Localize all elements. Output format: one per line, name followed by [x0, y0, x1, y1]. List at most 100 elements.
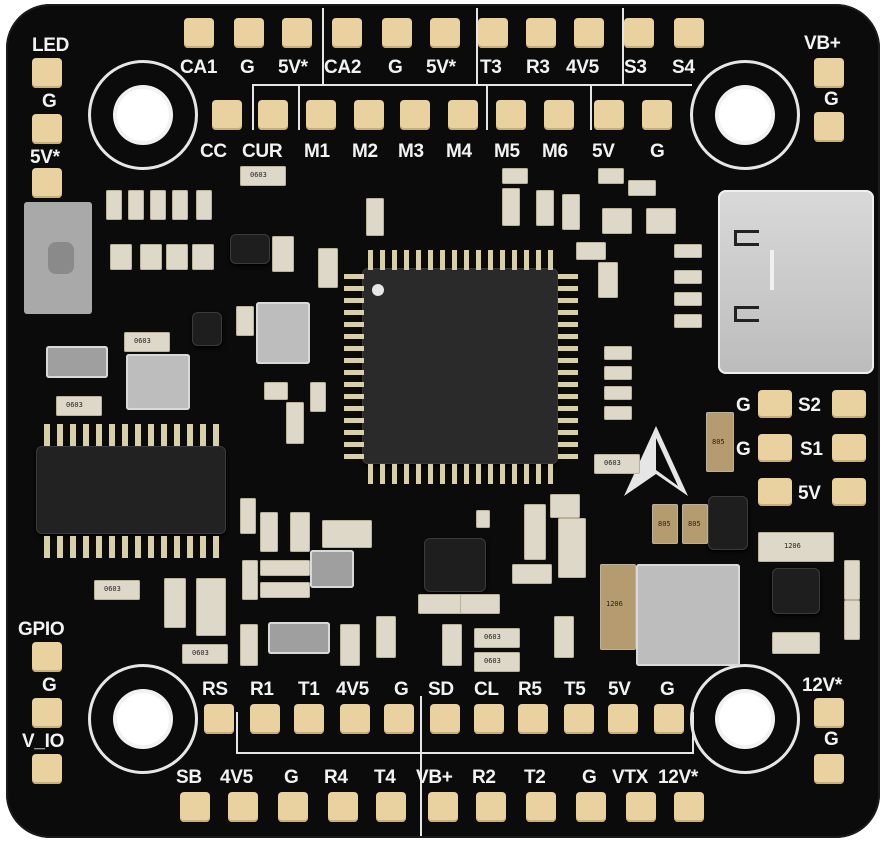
- pad-t5: [564, 704, 594, 734]
- silk-divider: [486, 84, 488, 130]
- pad-5v-right-a: [758, 478, 792, 506]
- mount-hole-bottom-left: [88, 664, 198, 774]
- smd-component: [562, 194, 580, 230]
- pad-5v: [282, 18, 312, 48]
- label-s1: S1: [800, 439, 823, 460]
- resistor-mark: 0603: [104, 585, 121, 593]
- smd-component: [604, 366, 632, 380]
- label-r4: R4: [324, 767, 348, 788]
- smd-component: [192, 244, 214, 270]
- resistor-mark: 0603: [134, 337, 151, 345]
- label-12v-b: 12V*: [658, 767, 699, 788]
- resistor-mark: 0603: [192, 649, 209, 657]
- label-r3: R3: [526, 57, 550, 78]
- crystal-1: [256, 302, 310, 364]
- resistor-mark: 0603: [484, 657, 501, 665]
- smd-component: [290, 512, 310, 552]
- pad-gpio: [32, 642, 62, 672]
- label-4v5-c: 4V5: [220, 767, 253, 788]
- label-vtx: VTX: [612, 767, 649, 788]
- label-r5: R5: [518, 679, 542, 700]
- smd-component: [418, 594, 462, 614]
- smd-component: [502, 168, 528, 184]
- smd-component: [376, 616, 396, 658]
- label-g-right-2: G: [824, 729, 839, 750]
- label-t4: T4: [374, 767, 396, 788]
- main-mcu-chip: [362, 268, 558, 464]
- pad-m4: [448, 100, 478, 130]
- label-g-right: G: [824, 89, 839, 110]
- smd-component: [502, 188, 520, 226]
- label-g-s1: G: [736, 439, 751, 460]
- smd-component: [196, 190, 212, 220]
- label-cur: CUR: [242, 141, 283, 162]
- pad-5v-right-b: [832, 478, 866, 506]
- pad-g-left: [32, 114, 62, 144]
- label-m1: M1: [304, 141, 330, 162]
- smd-component: [772, 632, 820, 654]
- pad-5v-b: [608, 704, 638, 734]
- label-g-s2: G: [736, 395, 751, 416]
- label-ca1: CA1: [180, 57, 218, 78]
- usb-c-slot: [770, 250, 774, 290]
- usb-c-mark: [734, 306, 759, 322]
- pad-rs: [204, 704, 234, 734]
- label-4v5-b: 4V5: [336, 679, 369, 700]
- pad-m6: [544, 100, 574, 130]
- silk-divider: [298, 84, 300, 130]
- pad-g-c: [278, 792, 308, 822]
- label-g-d: G: [582, 767, 597, 788]
- label-t2: T2: [524, 767, 546, 788]
- label-vb-plus: VB+: [804, 33, 841, 54]
- pad-m2: [354, 100, 384, 130]
- smd-component: [242, 560, 258, 600]
- resistor-0603: 0603: [56, 396, 102, 416]
- pad-sb: [180, 792, 210, 822]
- capacitor-mark: 1206: [784, 542, 801, 550]
- capacitor-1206: 1206: [600, 564, 636, 650]
- mcu-pins: [344, 250, 578, 484]
- silk-divider: [236, 752, 694, 754]
- driver-ic-pins: [44, 424, 219, 558]
- smd-component: [166, 244, 188, 270]
- pad-m3: [400, 100, 430, 130]
- pad-ca2: [332, 18, 362, 48]
- label-s2: S2: [798, 395, 821, 416]
- pad-g-b2: [654, 704, 684, 734]
- smd-component: [646, 208, 676, 234]
- smd-component: [286, 402, 304, 444]
- label-s3: S3: [624, 57, 647, 78]
- pad-r4: [328, 792, 358, 822]
- smd-component: [554, 616, 574, 658]
- label-sb: SB: [176, 767, 202, 788]
- pad-5v-left: [32, 168, 62, 198]
- pad-4v5-b: [340, 704, 370, 734]
- pin1-dot: [372, 284, 384, 296]
- power-inductor: [636, 564, 740, 666]
- smd-component: [318, 248, 338, 288]
- label-rs: RS: [202, 679, 228, 700]
- label-g: G: [240, 57, 255, 78]
- smd-component: [674, 244, 702, 258]
- usb-c-port: [718, 190, 874, 374]
- capacitor-1206: 1206: [758, 532, 834, 562]
- pad-12v-b: [674, 792, 704, 822]
- smd-component: [844, 600, 860, 640]
- silk-divider: [252, 84, 692, 86]
- smd-component: [128, 190, 144, 220]
- label-t5: T5: [564, 679, 586, 700]
- smd-component: [598, 168, 624, 184]
- label-led: LED: [32, 35, 70, 56]
- pad-12v: [814, 698, 844, 728]
- resistor-0603: 0603: [124, 332, 170, 352]
- pad-g: [234, 18, 264, 48]
- resistor-mark: 0603: [484, 633, 501, 641]
- smd-component: [558, 518, 586, 578]
- smd-component: [550, 494, 580, 518]
- label-5v: 5V*: [426, 57, 456, 78]
- resistor-805: 805: [652, 504, 678, 544]
- label-g-left: G: [42, 91, 57, 112]
- pad-t4: [376, 792, 406, 822]
- mount-hole-top-right: [690, 60, 800, 170]
- sot-transistor-2: [268, 622, 330, 654]
